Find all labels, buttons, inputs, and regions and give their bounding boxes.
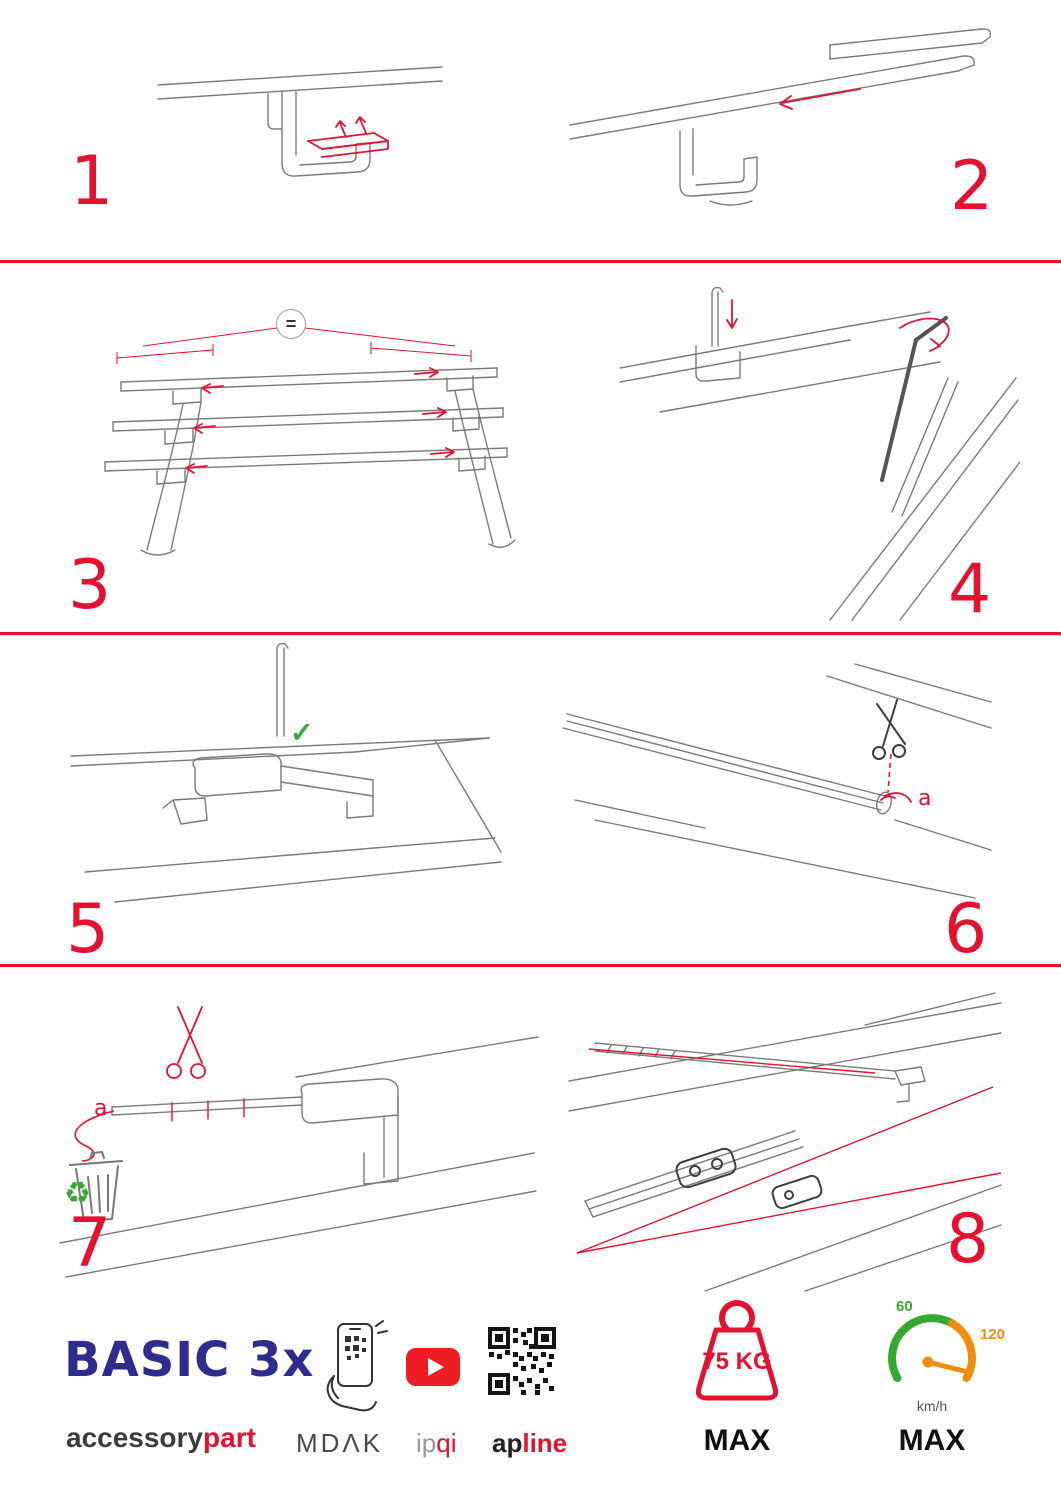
- step-1-number: 1: [70, 142, 114, 221]
- divider: [0, 260, 1061, 263]
- youtube-icon: [406, 1348, 460, 1386]
- down-arrow-icon: [726, 299, 738, 329]
- app-store-label: MDΛK: [296, 1428, 384, 1458]
- speed-high-label: 120: [980, 1326, 1006, 1343]
- scissors-icon: [872, 699, 906, 760]
- cut-line: [887, 753, 892, 793]
- trash-can-icon: [69, 1151, 123, 1222]
- speed-unit-label: km/h: [916, 1398, 948, 1414]
- step-2-number: 2: [950, 147, 994, 226]
- step-8-number: 8: [946, 1200, 990, 1279]
- weight-icon: [695, 1300, 779, 1401]
- step-4-illustration: [619, 286, 1020, 621]
- step-6-illustration: [562, 663, 992, 899]
- equal-spacing-badge: =: [276, 309, 306, 339]
- recycle-icon: ♻: [64, 1177, 91, 1210]
- brand-wordmark-red: part: [203, 1422, 256, 1453]
- cut-marks: [171, 1098, 245, 1122]
- step-1-illustration: [157, 66, 443, 177]
- step-2-illustration: [569, 28, 992, 206]
- divider: [0, 964, 1061, 967]
- divider: [0, 632, 1061, 635]
- step-8-illustration: [568, 992, 1002, 1292]
- step-7-illustration: [59, 1006, 539, 1278]
- checkmark-icon: ✓: [290, 717, 314, 748]
- speed-max-label: MAX: [898, 1424, 966, 1457]
- insert-plate-highlight: [307, 116, 389, 158]
- step-5-illustration: [70, 642, 502, 903]
- adjust-arrows: [185, 367, 455, 474]
- brand-wordmark-black: accessory: [66, 1422, 204, 1453]
- step-3-illustration: [104, 327, 516, 556]
- t-slot-adapter-icon: [675, 1147, 823, 1210]
- speedometer-icon: [888, 1314, 976, 1382]
- cut-label-a: a: [918, 786, 932, 811]
- app-scan-icon: [326, 1320, 388, 1412]
- step-3-number: 3: [68, 546, 112, 625]
- equal-sign: =: [285, 313, 297, 334]
- step-5-number: 5: [66, 890, 110, 969]
- hex-key-icon: [880, 316, 948, 482]
- alignment-leaders: [576, 1048, 1002, 1254]
- step-7-number: 7: [68, 1204, 112, 1283]
- video-channel-label: ipqi: [416, 1428, 457, 1458]
- qr-brand-label: apline: [492, 1428, 568, 1458]
- brand-wordmark: accessorypart: [66, 1422, 256, 1454]
- qr-code-icon: [488, 1327, 556, 1395]
- cut-label-a: a: [94, 1096, 108, 1121]
- weight-limit: 75 KG: [702, 1348, 772, 1375]
- step-6-number: 6: [944, 890, 988, 969]
- product-name: BASIC 3x: [64, 1332, 315, 1388]
- trim-strip-highlight: [880, 792, 912, 803]
- equal-spacing-leaders: [116, 327, 472, 364]
- rotation-arrow-icon: [899, 317, 950, 352]
- step-4-number: 4: [948, 550, 992, 629]
- weight-max-label: MAX: [703, 1424, 771, 1457]
- speed-low-label: 60: [896, 1298, 913, 1315]
- slide-arrow-icon: [779, 88, 861, 110]
- scissors-icon: [166, 1006, 206, 1079]
